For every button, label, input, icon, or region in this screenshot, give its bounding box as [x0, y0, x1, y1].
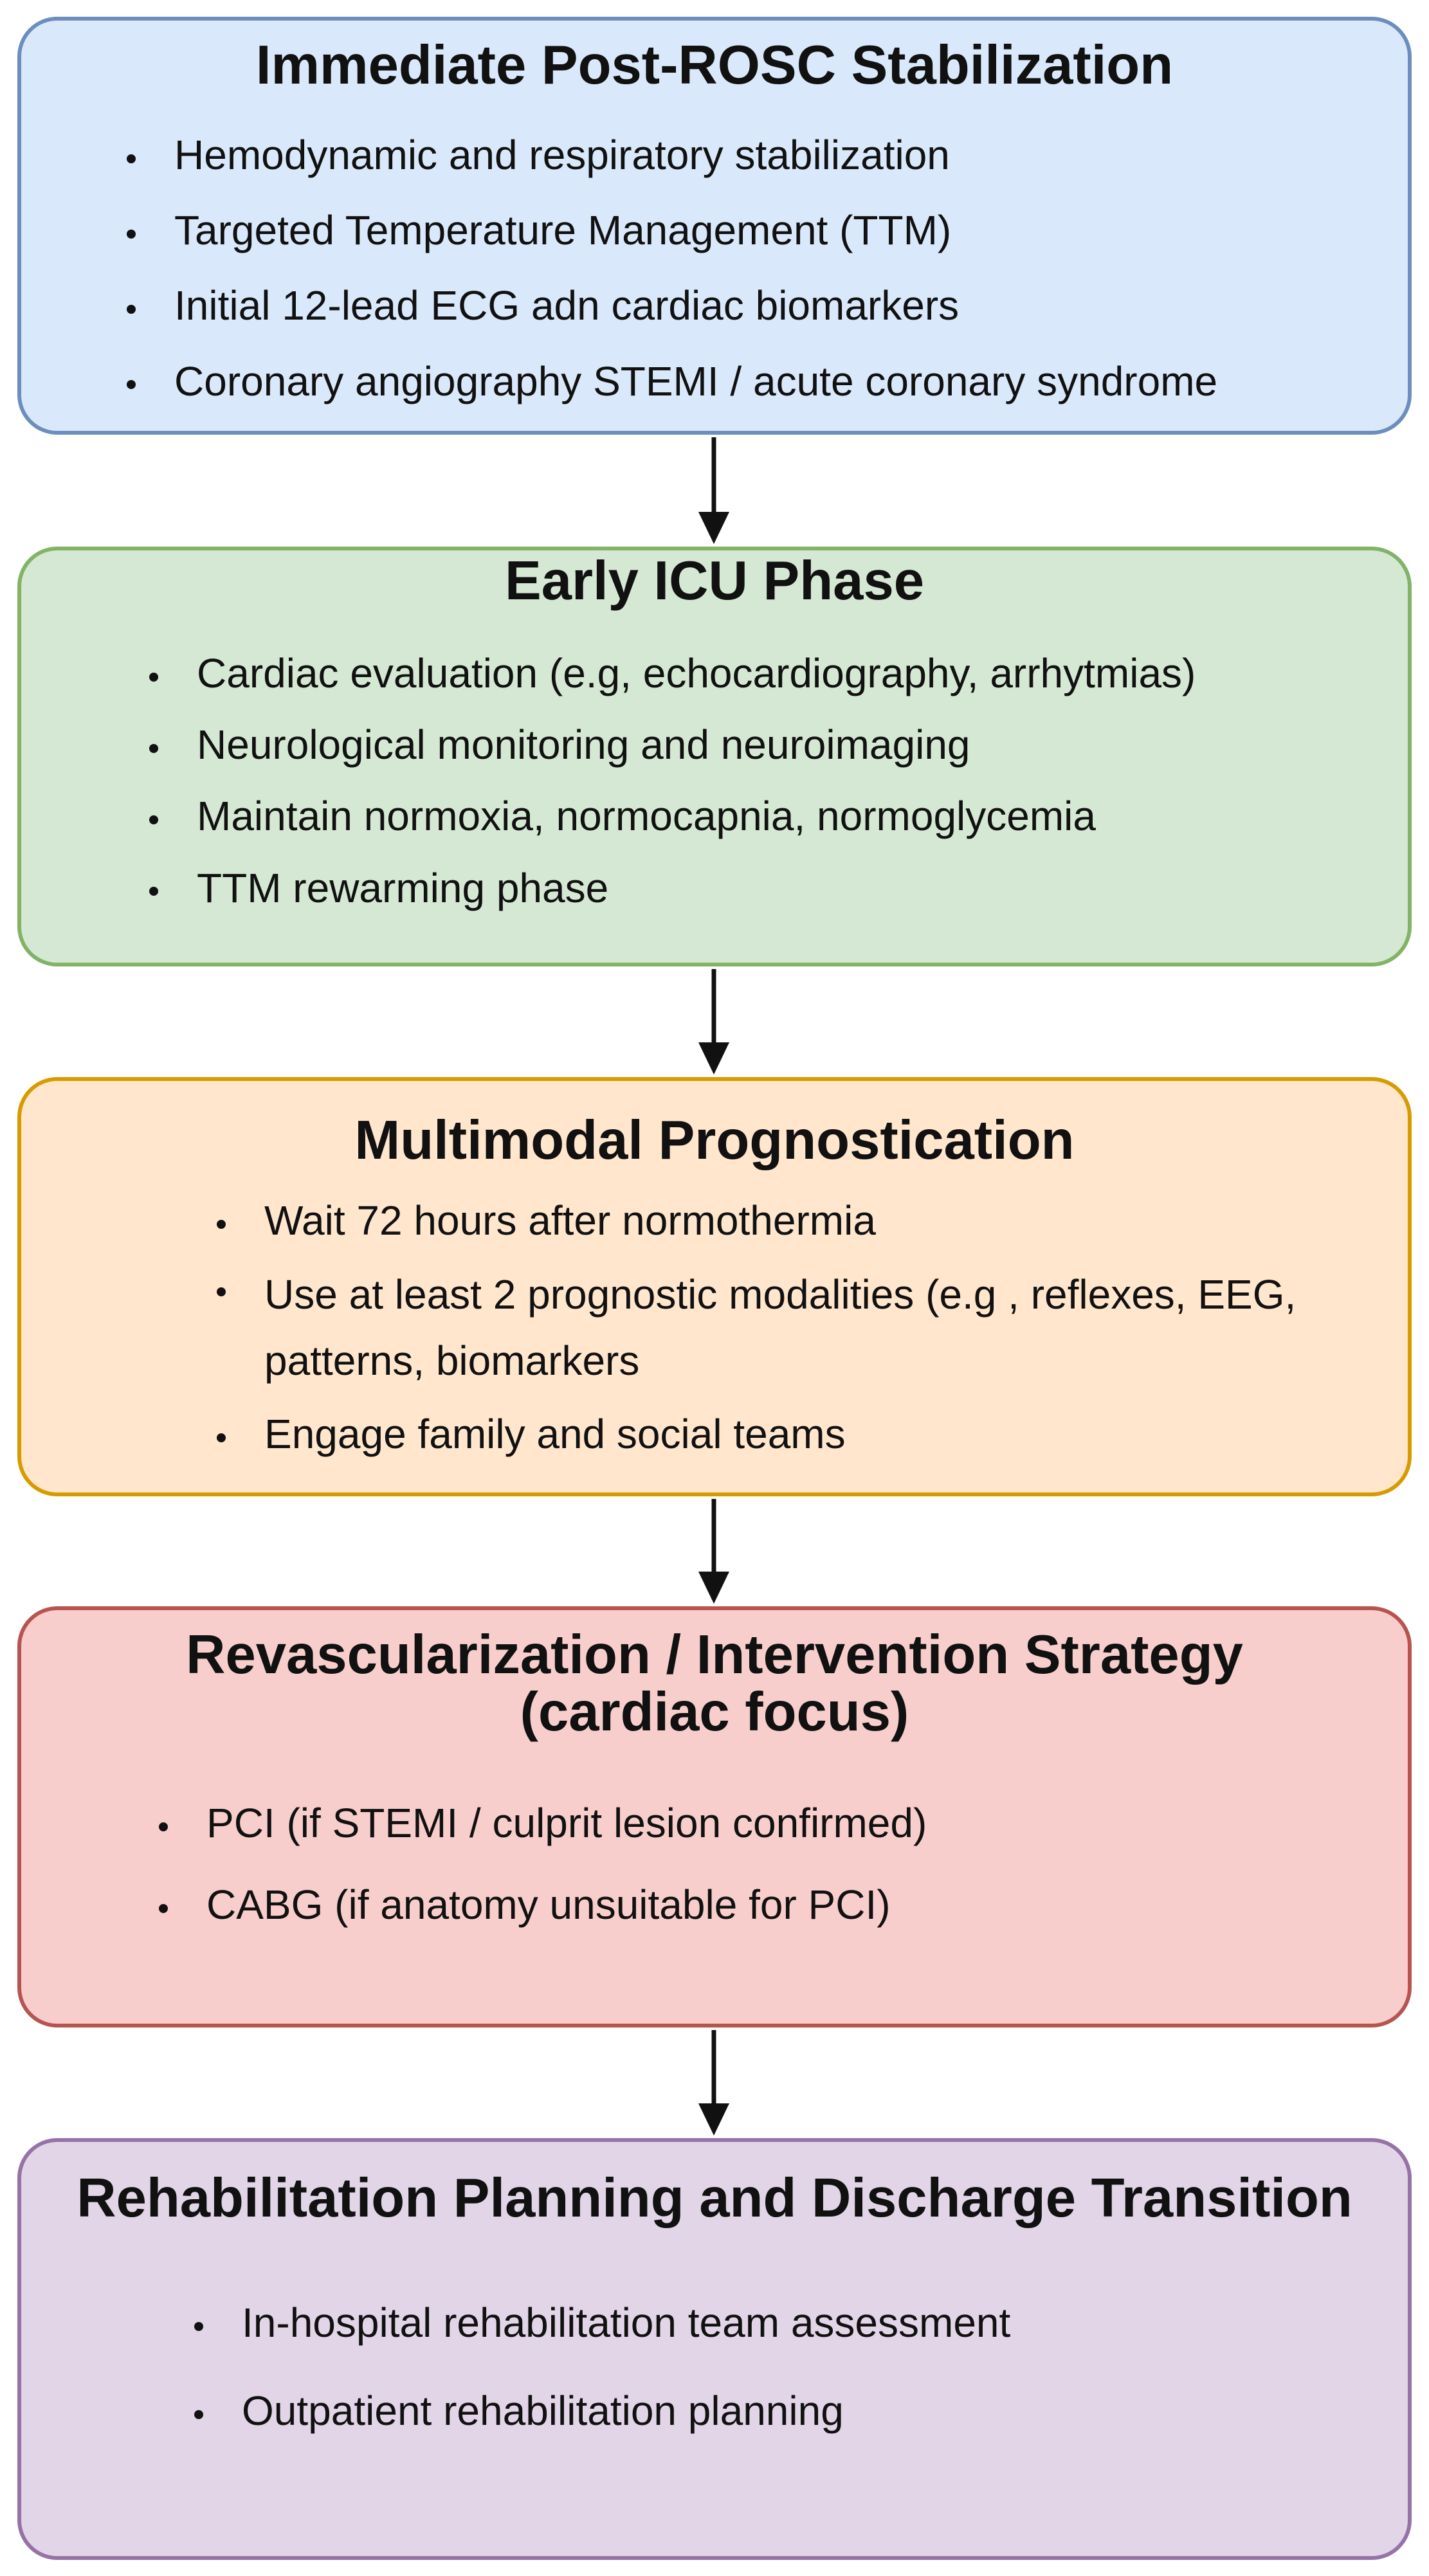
step-title: Multimodal Prognostication	[354, 1110, 1075, 1171]
list-item: Targeted Temperature Management (TTM)	[118, 204, 1217, 257]
step-list: Wait 72 hours after normothermia Use at …	[208, 1194, 1314, 1461]
list-item: Hemodynamic and respiratory stabilizatio…	[118, 129, 1217, 182]
arrow-1	[698, 437, 729, 544]
step-title-line-1: Revascularization / Intervention Strateg…	[186, 1624, 1243, 1685]
list-item: Wait 72 hours after normothermia	[208, 1194, 1314, 1247]
list-item: PCI (if STEMI / culprit lesion confirmed…	[150, 1797, 927, 1850]
step-title: Rehabilitation Planning and Discharge Tr…	[77, 2168, 1352, 2229]
step-stabilization: Immediate Post-ROSC Stabilization Hemody…	[17, 17, 1412, 435]
step-prognostication: Multimodal Prognostication Wait 72 hours…	[17, 1077, 1412, 1496]
step-revascularization: Revascularization / Intervention Strateg…	[17, 1606, 1412, 2027]
list-item: Engage family and social teams	[208, 1408, 1314, 1461]
step-early-icu: Early ICU Phase Cardiac evaluation (e.g,…	[17, 547, 1412, 966]
arrow-4	[698, 2030, 729, 2136]
list-item: Initial 12-lead ECG adn cardiac biomarke…	[118, 279, 1217, 332]
list-item: TTM rewarming phase	[140, 862, 1196, 915]
list-item: Coronary angiography STEMI / acute coron…	[118, 355, 1217, 408]
list-item: Maintain normoxia, normocapnia, normogly…	[140, 790, 1196, 843]
step-list: Hemodynamic and respiratory stabilizatio…	[118, 129, 1217, 408]
list-item: CABG (if anatomy unsuitable for PCI)	[150, 1878, 927, 1932]
step-title-line-2: (cardiac focus)	[520, 1682, 909, 1743]
arrow-3	[698, 1499, 729, 1604]
step-list: PCI (if STEMI / culprit lesion confirmed…	[150, 1797, 927, 1932]
step-title: Immediate Post-ROSC Stabilization	[255, 35, 1174, 96]
list-item: Neurological monitoring and neuroimaging	[140, 718, 1196, 772]
step-title: Early ICU Phase	[505, 550, 924, 612]
step-title: Revascularization / Intervention Strateg…	[21, 1626, 1408, 1741]
list-item: Use at least 2 prognostic modalities (e.…	[208, 1262, 1314, 1393]
list-item: Outpatient rehabilitation planning	[185, 2384, 1010, 2438]
list-item: Cardiac evaluation (e.g, echocardiograph…	[140, 647, 1196, 700]
step-rehabilitation: Rehabilitation Planning and Discharge Tr…	[17, 2138, 1412, 2560]
arrow-2	[698, 969, 729, 1075]
step-list: In-hospital rehabilitation team assessme…	[185, 2296, 1010, 2438]
step-list: Cardiac evaluation (e.g, echocardiograph…	[140, 647, 1196, 915]
list-item: In-hospital rehabilitation team assessme…	[185, 2296, 1010, 2350]
